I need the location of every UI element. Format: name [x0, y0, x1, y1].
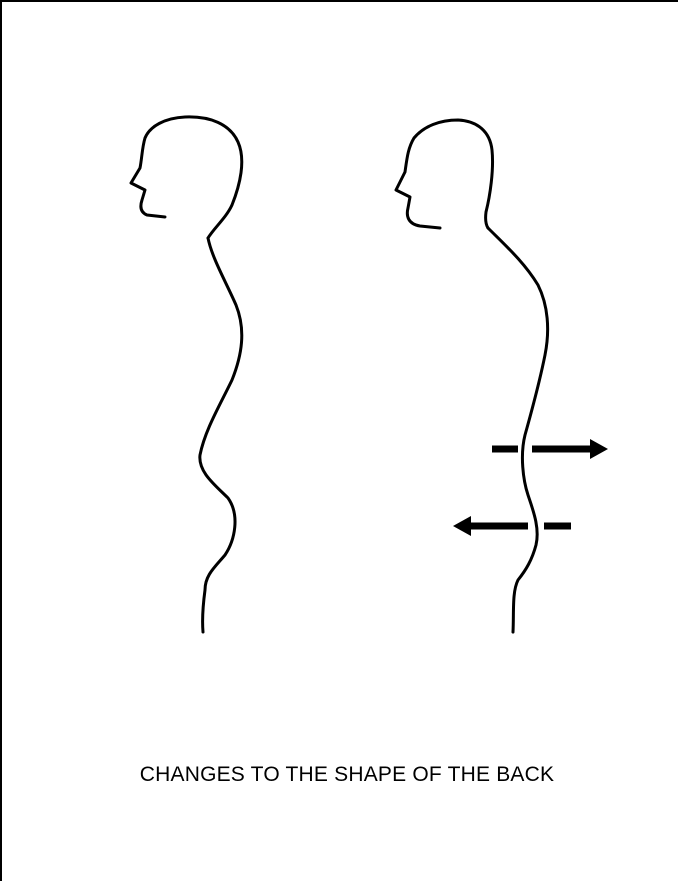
shift-arrows [453, 439, 608, 536]
normal-head-outline [131, 117, 242, 238]
normal-posture-figure [131, 117, 242, 632]
altered-back-outline [488, 228, 548, 632]
diagram-caption: CHANGES TO THE SHAPE OF THE BACK [0, 763, 678, 787]
left-arrow [453, 516, 571, 536]
altered-posture-figure [396, 120, 548, 632]
right-arrow [492, 439, 608, 459]
normal-back-outline [200, 238, 242, 632]
altered-head-outline [396, 120, 493, 228]
